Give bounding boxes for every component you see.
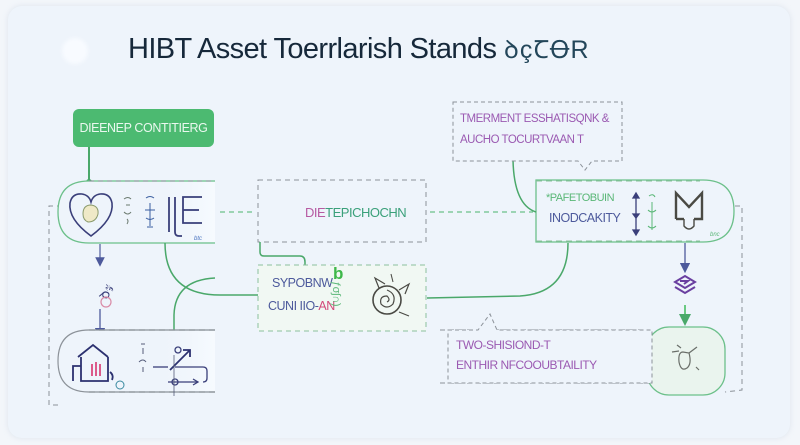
bulb-icon: [671, 344, 700, 371]
node-center-bottom-line2: CUNI IIO-AN: [268, 299, 335, 313]
vertical-glyph-icon: [138, 343, 147, 372]
side-glyph: ꝺ𝓏: [96, 282, 114, 300]
callout-top-line1: TMERMENT ESSHATISQNK &: [460, 113, 609, 125]
outer-dashed-right: [724, 205, 743, 393]
callout-top-line2: AUCHO TOCURTVAAN T: [460, 134, 584, 146]
wire-center-to-bottomleft: [173, 277, 216, 330]
node-center-bottom-line1: SYPOBNW: [272, 276, 333, 290]
node-center-bottom-glyph: b: [333, 264, 343, 283]
letter-e-bracket-icon: [168, 196, 202, 237]
node-center-top-label[interactable]: DIETEPICHOCHN: [305, 205, 407, 220]
node-top-right-caption: bnc: [710, 232, 720, 238]
double-arrow-icon: [631, 191, 641, 237]
callout-bottom-line1: TWO-SHISIOND-T: [456, 338, 551, 352]
node-bottom-right-shape: [646, 326, 726, 396]
node-top-left-shape: [57, 180, 215, 244]
house-icon: [72, 343, 114, 382]
equation-glyph-icon: [145, 196, 155, 228]
node-bottom-left-shape: [57, 329, 215, 393]
decorative-blob: [62, 38, 88, 64]
script-glyph-icon: [647, 194, 657, 230]
m-shield-icon: [674, 189, 704, 230]
wire-topleft-to-center: [164, 242, 258, 296]
outer-dashed-left: [48, 205, 62, 406]
header-label[interactable]: DIEENEP CONTITIERG: [73, 109, 214, 147]
node-center-top-shape: [257, 179, 427, 243]
vertical-script-icon: ƒσ∫∩): [330, 281, 342, 306]
node-top-right-line2: INODCAKITY: [549, 211, 621, 225]
wire-center-to-right: [426, 242, 569, 299]
layer-stack-icon: [673, 274, 697, 295]
trend-arrow-icon: [169, 349, 191, 371]
title-main: HIBT Asset Toerrlarish Stands: [128, 33, 497, 65]
node-center-bottom-shape: [257, 264, 427, 332]
callout-bottom-line2: ENTHIR NFCOOUBTAILITY: [456, 358, 597, 372]
callout-bottom-shape: [447, 313, 653, 384]
tuning-glyph-icon: [123, 197, 132, 225]
alert-bars-icon: [91, 362, 101, 376]
heart-icon: [69, 193, 113, 237]
pink-spiral-icon: [100, 296, 112, 308]
small-gear-icon: [115, 380, 125, 390]
spiral-rose-icon: [372, 273, 411, 317]
node-top-right-line1: *PAFETOBUIN: [546, 192, 615, 204]
callout-top-shape: [452, 101, 623, 171]
diagram-title: HIBT Asset Toerrlarish Stands ꝺçꞆꝊR: [128, 32, 590, 66]
node-top-left-caption: btc: [194, 236, 202, 242]
title-suffix: ꝺçꞆꝊR: [503, 36, 590, 64]
flow-arrow-icon: [153, 346, 208, 386]
